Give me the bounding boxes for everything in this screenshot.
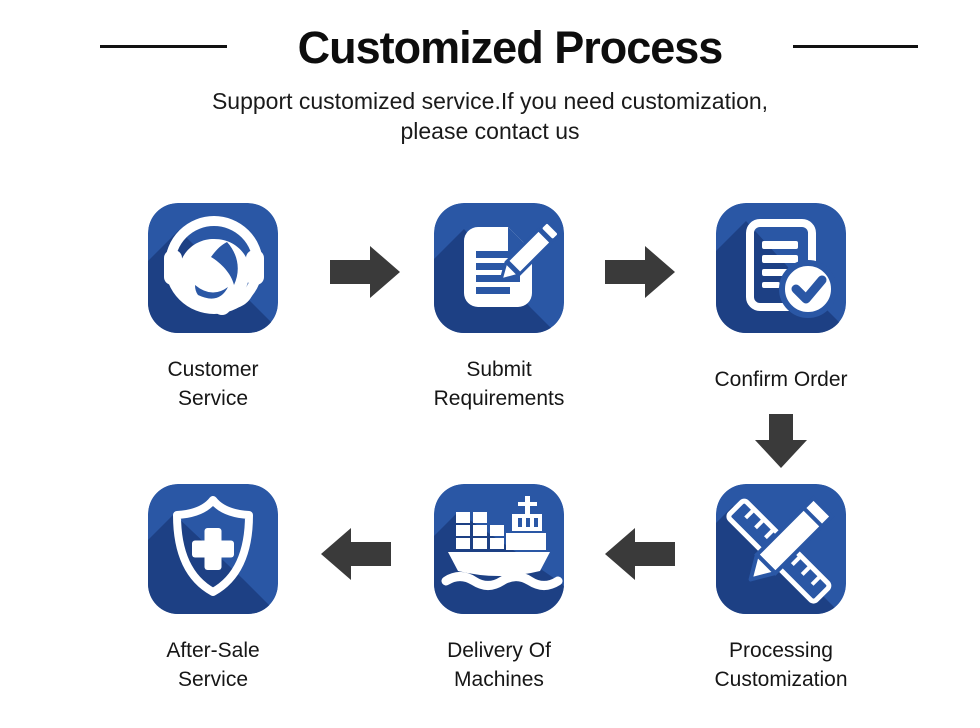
document-checkmark-icon [716, 203, 846, 333]
page-subtitle: Support customized service.If you need c… [211, 88, 769, 144]
flow-arrow-right-2 [605, 246, 675, 303]
flow-arrow-left-1 [605, 528, 675, 585]
cargo-ship-icon [434, 484, 564, 614]
shield-plus-icon [148, 484, 278, 614]
pencil-ruler-icon [716, 484, 846, 614]
step-confirm-order: Confirm Order [714, 203, 848, 403]
step-after-sale-service: After-Sale Service [148, 484, 278, 691]
title-rule-right [793, 45, 918, 48]
step-customer-service: Customer Service [148, 203, 278, 410]
step-label: Confirm Order [714, 368, 848, 391]
title-rule-left [100, 45, 227, 48]
step-label: Customer Service [167, 358, 259, 410]
step-label: Processing Customization [714, 639, 848, 691]
flow-arrow-down [755, 414, 807, 473]
flow-arrow-left-2 [321, 528, 391, 585]
flow-arrow-right-1 [330, 246, 400, 303]
page-title: Customized Process [297, 22, 724, 73]
step-label: Submit Requirements [433, 358, 565, 410]
step-processing-customization: Processing Customization [714, 484, 848, 691]
headset-agent-icon [148, 203, 278, 333]
step-submit-requirements: Submit Requirements [434, 203, 564, 410]
step-label: After-Sale Service [166, 639, 260, 691]
document-pencil-icon [434, 203, 564, 333]
step-label: Delivery Of Machines [447, 639, 551, 691]
step-delivery-of-machines: Delivery Of Machines [434, 484, 564, 691]
